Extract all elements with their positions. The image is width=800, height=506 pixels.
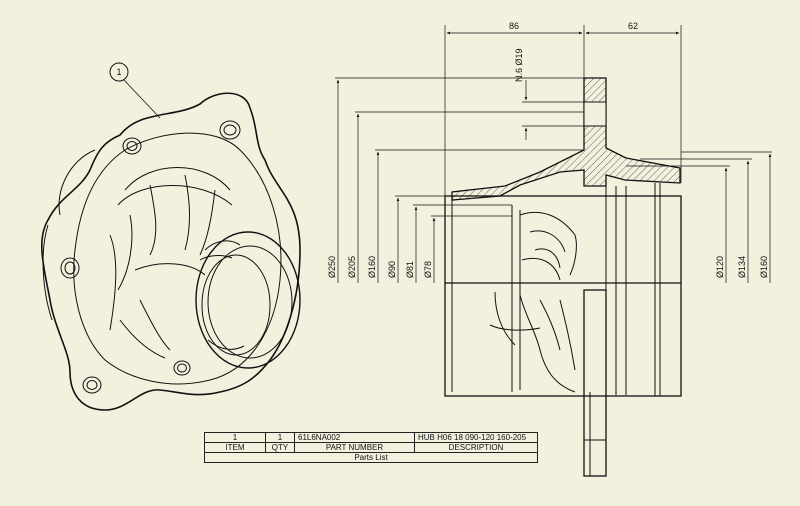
iso-spigot-inner [207, 245, 293, 359]
dim-86: 86 [509, 21, 519, 31]
section-flange-lower [583, 289, 607, 477]
iso-flange-outline [40, 92, 301, 411]
dim-holes: N.6 Ø19 [514, 48, 524, 82]
section-hatch [451, 77, 681, 201]
section-body [444, 195, 682, 397]
dim-d160-right: Ø160 [759, 256, 769, 278]
cell-item: 1 [204, 432, 266, 443]
iso-bolt-hole [173, 360, 191, 376]
iso-bolt-hole [122, 137, 142, 155]
header-part-number: PART NUMBER [294, 442, 415, 453]
cell-description: HUB H06 18 090-120 160-205 [414, 432, 538, 443]
dim-d250: Ø250 [327, 256, 337, 278]
cell-qty: 1 [265, 432, 295, 443]
iso-bolt-hole [219, 120, 241, 140]
iso-spigot-outer [195, 231, 301, 369]
dim-d78: Ø78 [423, 261, 433, 278]
iso-flange-rim [73, 132, 282, 385]
item-balloon: 1 [109, 62, 161, 119]
cell-part-number: 61L6NA002 [294, 432, 415, 443]
iso-bolt-hole [82, 376, 102, 394]
dim-d90: Ø90 [387, 261, 397, 278]
header-description: DESCRIPTION [414, 442, 538, 453]
parts-list-title: Parts List [204, 452, 538, 463]
header-qty: QTY [265, 442, 295, 453]
section-view [444, 77, 682, 477]
isometric-view [40, 92, 301, 411]
svg-text:1: 1 [116, 67, 121, 77]
table-header-row: ITEM QTY PART NUMBER DESCRIPTION [204, 442, 538, 453]
dim-d120: Ø120 [715, 256, 725, 278]
header-item: ITEM [204, 442, 266, 453]
parts-list-table: 1 1 61L6NA002 HUB H06 18 090-120 160-205… [204, 432, 538, 463]
dim-62: 62 [628, 21, 638, 31]
iso-rear-barrel [58, 149, 96, 216]
dimensions [335, 25, 772, 283]
table-row: 1 1 61L6NA002 HUB H06 18 090-120 160-205 [204, 432, 538, 443]
dim-d134: Ø134 [737, 256, 747, 278]
dim-d205: Ø205 [347, 256, 357, 278]
dim-d81: Ø81 [405, 261, 415, 278]
table-title-row: Parts List [204, 452, 538, 463]
iso-cone [124, 167, 231, 191]
dim-d160: Ø160 [367, 256, 377, 278]
iso-bolt-hole [60, 257, 80, 279]
